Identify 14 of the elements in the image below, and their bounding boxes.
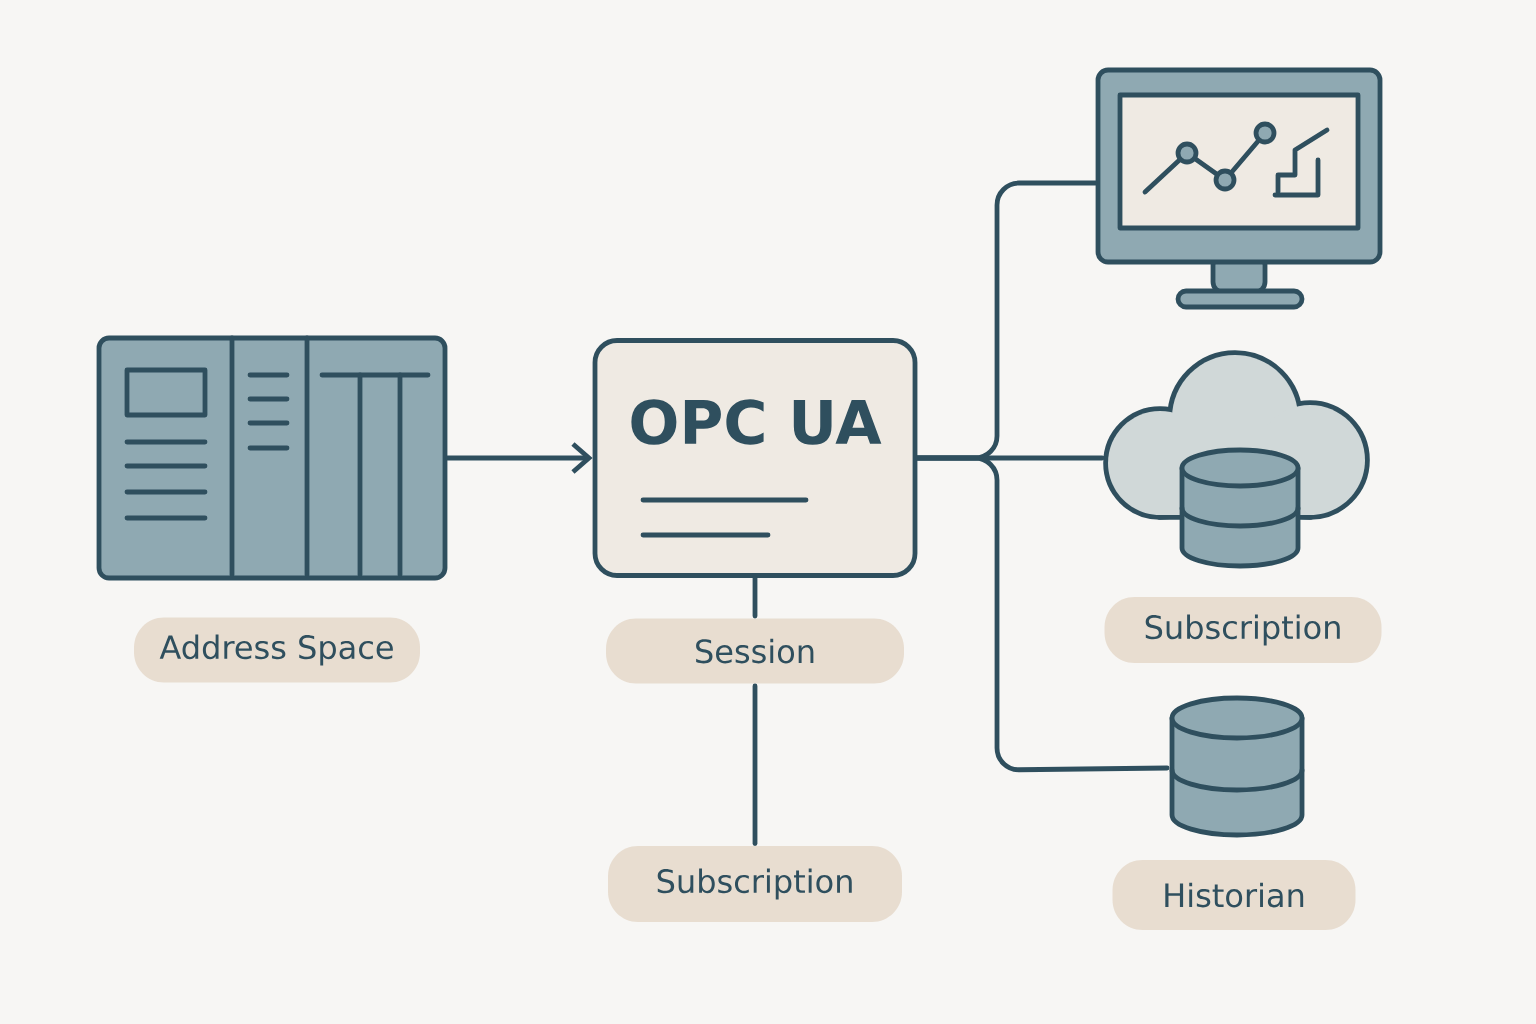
label-pill: Address Space [134, 617, 420, 683]
database-drawing [1169, 695, 1305, 838]
label-pill: Session [606, 618, 904, 684]
opc-ua-box: OPC UA [592, 338, 918, 578]
label-pill: Subscription [608, 846, 902, 922]
label-pill: Historian [1112, 860, 1356, 930]
connector-line [445, 442, 593, 474]
label-pill: Subscription [1104, 597, 1382, 663]
monitor-drawing [1095, 67, 1383, 310]
plc-drawing [96, 335, 448, 581]
cloud-database-drawing [1103, 350, 1370, 569]
connector-line [752, 683, 758, 846]
connector-line [915, 455, 1170, 773]
connector-line [752, 575, 758, 619]
